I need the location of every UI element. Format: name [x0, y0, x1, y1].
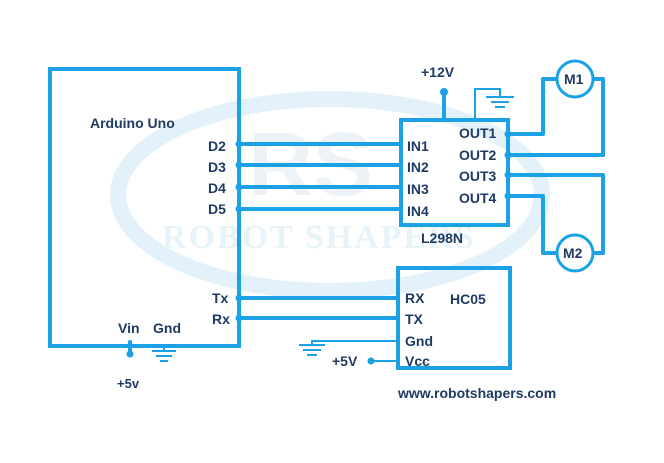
wire-out1-m1	[506, 77, 559, 136]
vin-terminal	[126, 350, 134, 358]
arduino-ground-icon	[152, 344, 176, 362]
arduino-pin-tx: Tx	[212, 290, 229, 306]
l298n-in3: IN3	[407, 181, 429, 197]
l298n-in4: IN4	[407, 203, 429, 219]
l298n-out4: OUT4	[459, 190, 497, 206]
hc05-pin-vcc: Vcc	[405, 353, 430, 369]
website-link[interactable]: www.robotshapers.com	[397, 385, 556, 401]
l298n-out2: OUT2	[459, 147, 497, 163]
l298n-label: L298N	[421, 230, 463, 246]
l298n-supply-terminal	[440, 88, 448, 96]
motor-m2-icon	[555, 233, 595, 273]
l298n-ground-icon	[474, 88, 514, 120]
hc05-label: HC05	[450, 291, 486, 307]
wire-out4-m2	[506, 194, 559, 255]
arduino-pin-d5: D5	[208, 201, 226, 217]
hc05-pin-tx: TX	[405, 311, 424, 327]
arduino-pin-gnd: Gnd	[153, 320, 181, 336]
l298n-in1: IN1	[407, 138, 429, 154]
hc05-vcc-supply-label: +5V	[332, 353, 358, 369]
hc05-pin-gnd: Gnd	[405, 333, 433, 349]
hc05-vcc-terminal	[367, 357, 375, 365]
arduino-pin-d2: D2	[208, 138, 226, 154]
arduino-pin-d3: D3	[208, 159, 226, 175]
wire-out2-m1	[506, 77, 605, 157]
motor-m1-label: M1	[564, 71, 584, 87]
arduino-pin-rx: Rx	[212, 311, 230, 327]
arduino-pin-d4: D4	[208, 180, 226, 196]
hc05-ground-icon	[299, 340, 398, 356]
motor-m1-icon	[555, 59, 595, 99]
l298n-out3: OUT3	[459, 168, 497, 184]
arduino-title: Arduino Uno	[90, 115, 175, 131]
vin-supply-label: +5v	[117, 376, 140, 391]
watermark: RS ROBOT SHAPERS	[110, 91, 550, 299]
l298n-out1: OUT1	[459, 125, 497, 141]
hc05-module	[396, 266, 512, 370]
l298n-supply-label: +12V	[421, 64, 455, 80]
arduino-pin-vin: Vin	[118, 320, 140, 336]
hc05-pin-rx: RX	[405, 290, 425, 306]
wire-out3-m2	[506, 173, 605, 255]
motor-m2-label: M2	[563, 245, 583, 261]
l298n-in2: IN2	[407, 159, 429, 175]
